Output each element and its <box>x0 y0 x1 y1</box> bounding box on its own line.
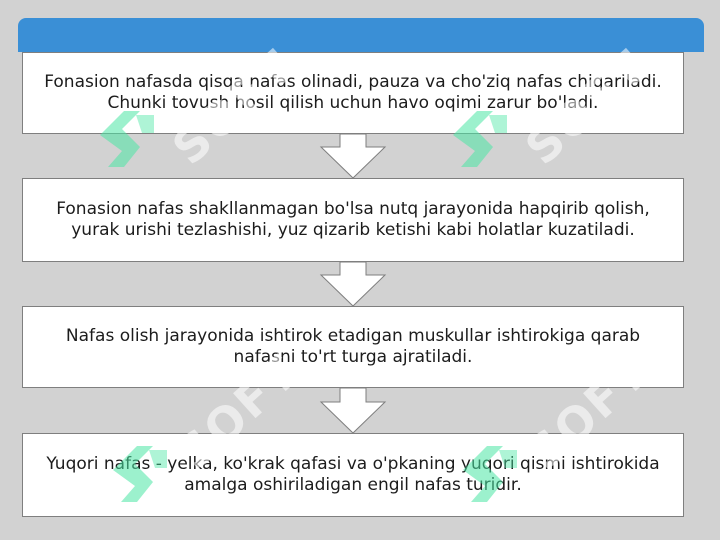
flow-box-4: Yuqori nafas - yelka, ko'krak qafasi va … <box>22 433 684 517</box>
flow-box-2: Fonasion nafas shakllanmagan bo'lsa nutq… <box>22 178 684 262</box>
flow-box-3-text: Nafas olish jarayonida ishtirok etadigan… <box>65 326 641 367</box>
arrow-down-2 <box>319 261 387 307</box>
flow-box-1-text: Fonasion nafasda qisqa nafas olinadi, pa… <box>44 72 662 113</box>
flow-box-2-text: Fonasion nafas shakllanmagan bo'lsa nutq… <box>56 199 650 240</box>
arrow-down-3 <box>319 387 387 434</box>
flow-box-1: Fonasion nafasda qisqa nafas olinadi, pa… <box>22 52 684 134</box>
flow-box-3: Nafas olish jarayonida ishtirok etadigan… <box>22 306 684 388</box>
flow-box-4-text: Yuqori nafas - yelka, ko'krak qafasi va … <box>46 454 660 495</box>
header-band <box>18 18 704 52</box>
arrow-down-1 <box>319 133 387 179</box>
